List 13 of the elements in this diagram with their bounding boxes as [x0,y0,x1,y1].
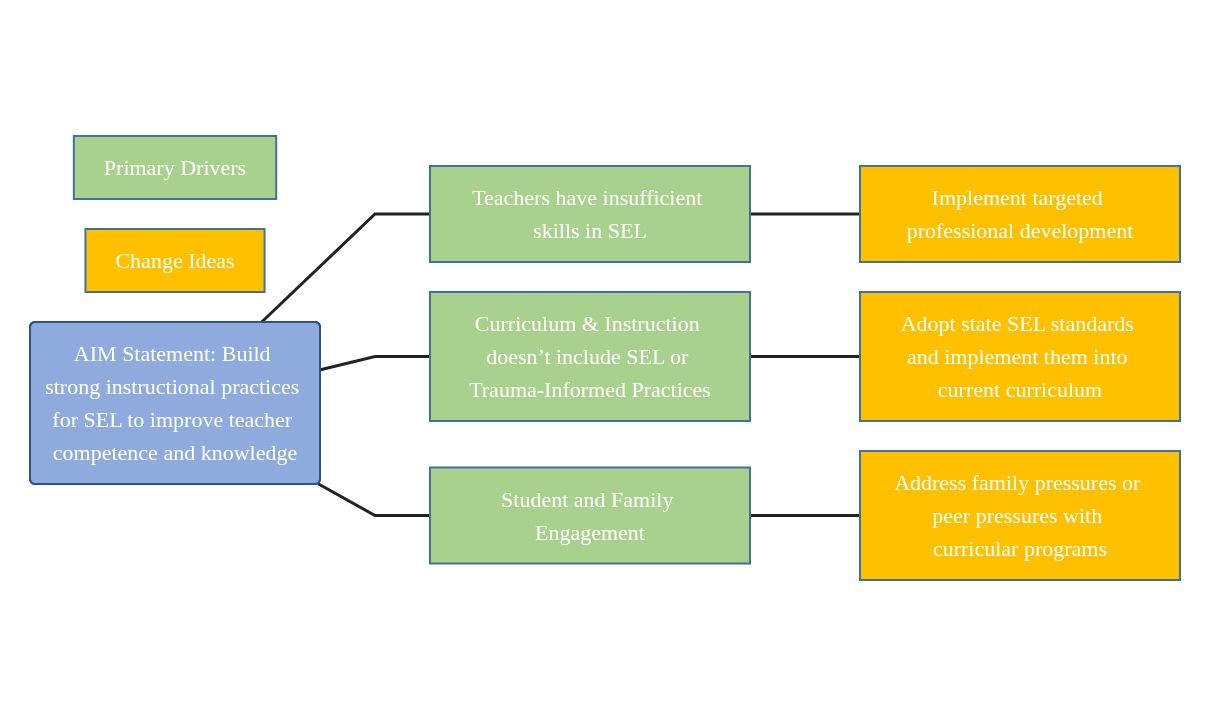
node-box: Address family pressures or peer pressures with curricular programs [859,449,1181,581]
connector [750,212,860,215]
connector [750,513,860,517]
node-box: Adopt state SEL standards and implement them into current curriculum [859,290,1181,422]
node-box: Primary Drivers [72,134,278,200]
node-box: Change Ideas [84,227,266,293]
node-box: Curriculum & Instruction doesn’t include SEL or Trauma-Informed Practices [429,290,751,422]
connector [320,354,430,371]
connector [750,354,860,358]
node-box: Teachers have insufficient skills in SEL [429,164,751,263]
node-box: Implement targeted professional development [859,164,1181,263]
connector [317,481,430,517]
node-box: Student and Family Engagement [429,466,751,564]
